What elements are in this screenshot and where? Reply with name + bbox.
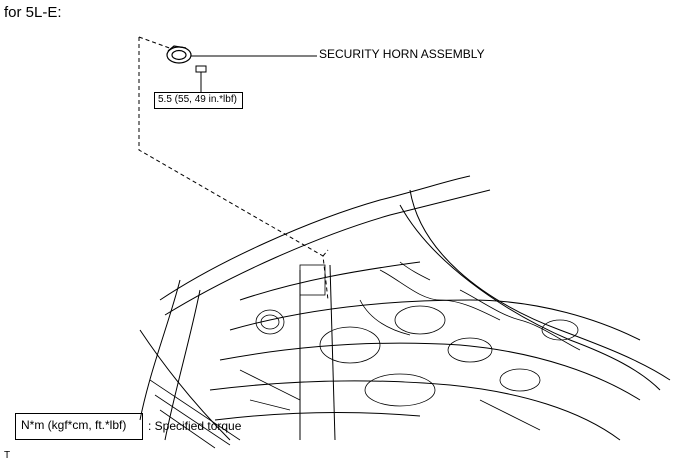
- front-grille: [149, 379, 241, 449]
- legend-description: : Specified torque: [148, 419, 242, 433]
- part-label-security-horn: SECURITY HORN ASSEMBLY: [319, 47, 485, 61]
- legend-unit-label: N*m (kgf*cm, ft.*lbf): [21, 418, 127, 432]
- corner-mark: T: [4, 450, 11, 461]
- bolt-icon: [195, 65, 207, 78]
- torque-callout-box: [154, 92, 243, 109]
- torque-value-label: 5.5 (55, 49 in.*lbf): [158, 94, 237, 105]
- page-title: for 5L-E:: [4, 4, 62, 21]
- vehicle-body-lines: [139, 175, 671, 441]
- engine-components: [239, 261, 581, 431]
- legend-unit-box: [15, 413, 143, 440]
- security-horn-icon: [166, 45, 192, 64]
- detail-frame-dashed: [138, 36, 329, 301]
